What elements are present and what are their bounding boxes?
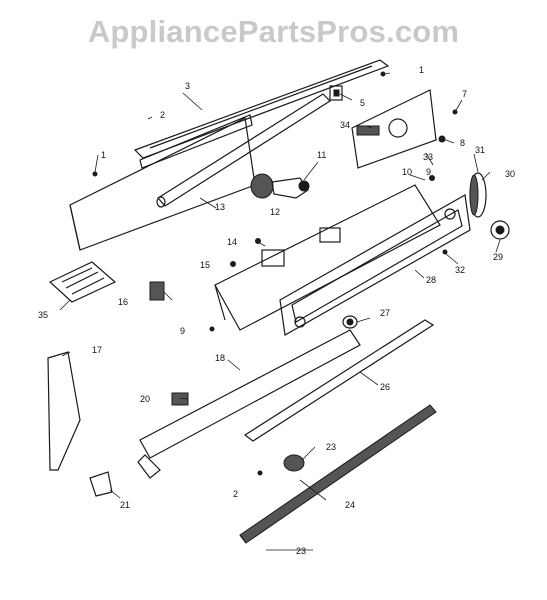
callout-21: 21 bbox=[120, 500, 130, 510]
part-29-knob bbox=[490, 220, 510, 240]
part-12-control-panel bbox=[214, 184, 441, 331]
part-18-manifold-panel bbox=[137, 329, 361, 479]
callout-31: 31 bbox=[475, 145, 485, 155]
part-11-motor bbox=[250, 173, 310, 199]
part-26-trim-strip bbox=[243, 319, 435, 442]
part-34-timer-plate bbox=[351, 89, 437, 169]
callout-7: 7 bbox=[462, 89, 467, 99]
callout-29: 29 bbox=[493, 252, 503, 262]
callout-9-left: 9 bbox=[180, 326, 185, 336]
callout-11: 11 bbox=[317, 150, 326, 160]
part-3-top-trim bbox=[133, 59, 390, 169]
callout-2-top: 2 bbox=[160, 110, 165, 120]
callout-26: 26 bbox=[380, 382, 390, 392]
callout-14: 14 bbox=[227, 237, 237, 247]
part-23-spacer bbox=[283, 454, 305, 472]
callout-18: 18 bbox=[215, 353, 225, 363]
callout-16: 16 bbox=[118, 297, 128, 307]
callout-10: 10 bbox=[402, 167, 412, 177]
watermark: AppliancePartsPros.com bbox=[87, 14, 460, 49]
callout-24: 24 bbox=[345, 500, 355, 510]
callout-13: 13 bbox=[215, 202, 225, 212]
callout-33: 33 bbox=[423, 152, 433, 162]
callout-3: 3 bbox=[185, 81, 190, 91]
callout-20: 20 bbox=[140, 394, 150, 404]
callout-34: 34 bbox=[340, 120, 350, 130]
callout-27: 27 bbox=[380, 308, 390, 318]
callout-1-left: 1 bbox=[101, 150, 106, 160]
part-30-31-trim-ring bbox=[469, 172, 487, 218]
callout-30: 30 bbox=[505, 169, 515, 179]
part-13-rod bbox=[156, 93, 331, 208]
part-35-switch-plate bbox=[48, 261, 117, 303]
callout-35: 35 bbox=[38, 310, 48, 320]
callout-32: 32 bbox=[455, 265, 465, 275]
part-16-relay bbox=[149, 281, 165, 301]
callout-28: 28 bbox=[426, 275, 436, 285]
callout-17: 17 bbox=[92, 345, 102, 355]
callout-23-bottom: 23 bbox=[296, 546, 306, 556]
callout-2-bottom: 2 bbox=[233, 489, 238, 499]
callout-1-right: 1 bbox=[419, 65, 424, 75]
part-5-bracket bbox=[329, 85, 343, 101]
part-1-back-panel bbox=[69, 117, 256, 251]
part-27-grommet bbox=[342, 315, 358, 329]
callout-5: 5 bbox=[360, 98, 365, 108]
callout-15: 15 bbox=[200, 260, 210, 270]
part-24-bottom-trim bbox=[239, 404, 437, 544]
callout-8: 8 bbox=[460, 138, 465, 148]
part-21-clip bbox=[89, 471, 113, 497]
leader-lines bbox=[59, 72, 501, 551]
fasteners bbox=[92, 71, 458, 476]
callout-23-mid: 23 bbox=[326, 442, 336, 452]
part-28-front-frame bbox=[279, 194, 471, 336]
callout-labels: 1 1 2 2 3 5 7 8 9 9 10 11 12 13 14 15 16… bbox=[38, 65, 515, 556]
part-17-side-piece bbox=[47, 351, 81, 471]
callout-9-top: 9 bbox=[426, 167, 431, 177]
callout-12: 12 bbox=[270, 207, 280, 217]
